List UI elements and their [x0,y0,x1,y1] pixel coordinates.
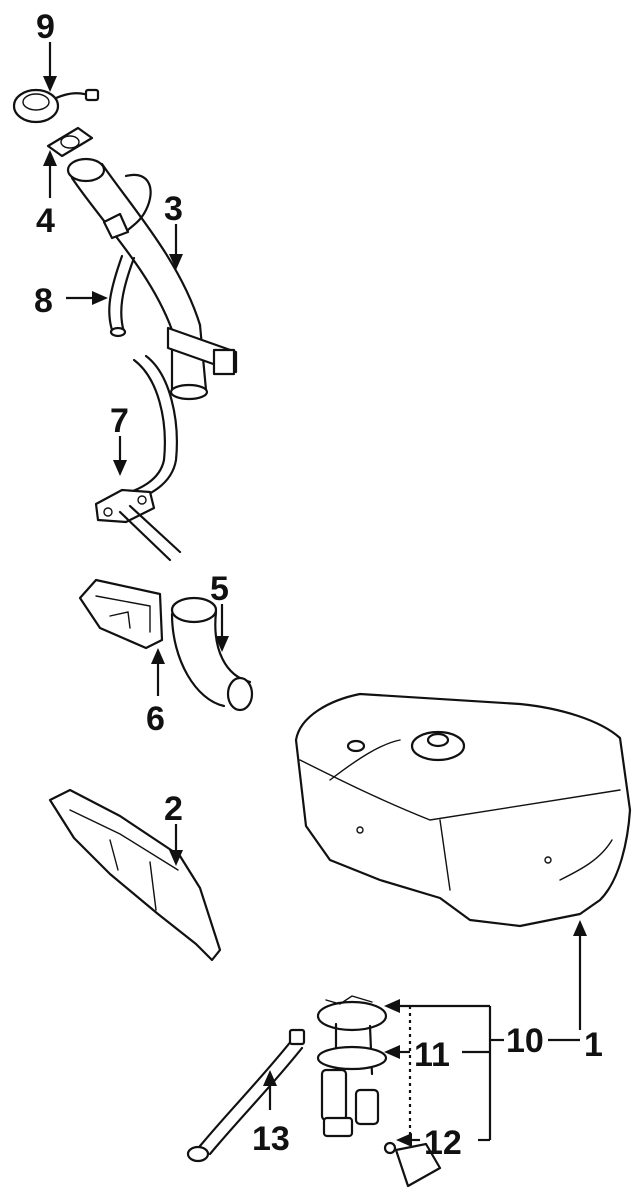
vent-tube [94,354,182,562]
callout-8: 8 [34,282,53,320]
callout-5: 5 [210,570,229,608]
filler-hose [170,596,254,712]
leader-lines [43,42,587,1147]
callout-6: 6 [146,700,165,738]
heat-shield [48,788,222,962]
vent-hose [108,254,136,338]
filler-neck [66,157,238,401]
fuel-cap [12,88,100,124]
callout-10: 10 [506,1022,544,1060]
callout-9: 9 [36,8,55,46]
filler-gasket [46,126,94,158]
callout-2: 2 [164,790,183,828]
fuel-strainer [383,1141,442,1188]
callout-4: 4 [36,202,55,240]
callout-11: 11 [414,1036,450,1074]
callout-13: 13 [252,1120,290,1158]
callout-3: 3 [164,190,183,228]
callout-1: 1 [584,1026,603,1064]
fuel-hose [186,1028,306,1163]
callout-7: 7 [110,402,129,440]
fuel-tank [294,692,632,928]
callout-12: 12 [424,1124,462,1162]
filler-bracket [78,578,164,650]
fuel-pump-assembly [316,995,388,1138]
